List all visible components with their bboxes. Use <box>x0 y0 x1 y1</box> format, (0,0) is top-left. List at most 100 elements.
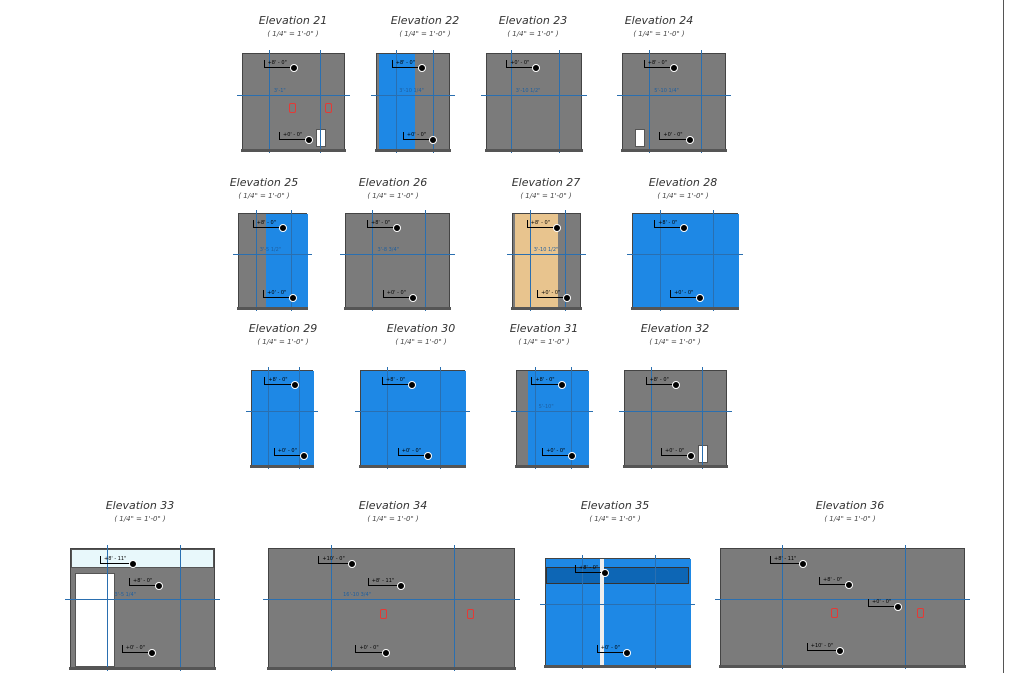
level-marker[interactable]: +8' - 0" <box>575 565 610 578</box>
elevation-drawing[interactable]: +8' - 0" +0' - 0" <box>355 367 470 469</box>
elevation-drawing[interactable]: 3'-10 1/2"+0' - 0" <box>481 50 587 153</box>
dimension-text: 5'-10" <box>538 404 554 411</box>
elevation-scale: ( 1/4" = 1'-0" ) <box>238 192 290 200</box>
elevation-drawing[interactable]: 5'-10 1/4"+8' - 0"+0' - 0" <box>617 50 731 153</box>
level-marker[interactable]: +8' - 0" <box>819 577 854 590</box>
elevation-scale: ( 1/4" = 1'-0" ) <box>520 192 572 200</box>
level-marker[interactable]: +0' - 0" <box>263 290 298 302</box>
level-marker[interactable]: +0' - 0" <box>659 131 694 144</box>
level-marker[interactable]: +8' - 0" <box>263 59 299 72</box>
level-marker[interactable]: +0' - 0" <box>537 290 572 302</box>
level-marker[interactable]: +10' - 0" <box>318 556 357 569</box>
level-marker[interactable]: +10' - 0" <box>806 643 845 656</box>
floor-line <box>344 307 451 310</box>
elevation-title: Elevation 21 <box>258 14 328 27</box>
elevation-scale: ( 1/4" = 1'-0" ) <box>657 192 709 200</box>
level-marker[interactable]: +0' - 0" <box>506 59 541 72</box>
door-opening <box>75 572 115 667</box>
elevation-drawing[interactable]: +8' - 0" +0' - 0" <box>619 367 732 469</box>
elevation-scale: ( 1/4" = 1'-0" ) <box>114 515 166 523</box>
level-marker[interactable]: +0' - 0" <box>596 645 632 658</box>
dimension-line <box>617 94 731 96</box>
level-marker[interactable]: +0' - 0" <box>402 131 438 144</box>
dimension-line <box>387 367 389 469</box>
level-marker[interactable]: +0' - 0" <box>397 447 433 460</box>
dimension-line <box>454 545 456 671</box>
level-marker[interactable]: +0' - 0" <box>382 290 418 302</box>
level-marker[interactable]: +8' - 0" <box>382 376 417 389</box>
dimension-text: 16'-10 3/4" <box>343 592 371 599</box>
elevation-drawing[interactable]: +8' - 11" +8' - 0" +0' - 0" +10' - 0" <box>715 545 970 669</box>
dimension-line <box>107 545 109 671</box>
device-symbol <box>289 102 297 113</box>
level-marker[interactable]: +8' - 0" <box>531 376 566 389</box>
dimension-line <box>372 210 374 311</box>
elevation-title: Elevation 27 <box>511 176 581 189</box>
level-marker[interactable]: +0' - 0" <box>868 598 903 611</box>
dimension-line <box>439 367 441 469</box>
level-marker[interactable]: +8' - 0" <box>643 59 679 72</box>
dimension-line <box>535 367 536 469</box>
dimension-line <box>246 411 318 413</box>
floor-line <box>267 667 516 670</box>
level-marker[interactable]: +0' - 0" <box>279 131 314 144</box>
level-marker[interactable]: +8' - 11" <box>367 577 406 590</box>
elevation-drawing[interactable]: 3'-5 1/4" +8' - 11" +8' - 0" +0' - 0" <box>65 545 220 671</box>
elevation-drawing[interactable]: +8' - 0" +0' - 0" <box>540 555 695 669</box>
level-marker[interactable]: +0' - 0" <box>355 645 390 657</box>
floor-line <box>623 465 728 468</box>
level-marker[interactable]: +8' - 0" <box>391 59 427 72</box>
level-marker[interactable]: +0' - 0" <box>542 447 577 460</box>
dimension-line <box>179 545 181 671</box>
level-marker[interactable]: +0' - 0" <box>670 290 705 302</box>
dimension-line <box>559 50 560 153</box>
level-marker[interactable]: +8' - 0" <box>654 219 689 232</box>
elevation-title: Elevation 35 <box>580 499 650 512</box>
finish-region <box>265 214 308 307</box>
dimension-text: 3'-5 1/4" <box>114 592 136 599</box>
level-marker[interactable]: +0' - 0" <box>273 447 309 460</box>
level-marker[interactable]: +8' - 0" <box>129 577 164 590</box>
elevation-scale: ( 1/4" = 1'-0" ) <box>267 30 319 38</box>
floor-line <box>485 149 583 152</box>
floor-line <box>544 665 691 668</box>
elevation-drawing[interactable]: 5'-10" +8' - 0" +0' - 0" <box>511 367 593 469</box>
elevation-scale: ( 1/4" = 1'-0" ) <box>633 30 685 38</box>
elevation-drawing[interactable]: 3'-1"+8' - 0"+0' - 0" <box>237 50 350 153</box>
elevation-scale: ( 1/4" = 1'-0" ) <box>589 515 641 523</box>
dimension-text: 3'-8 3/4" <box>377 246 399 253</box>
dimension-text: 3'-10 1/2" <box>533 246 559 253</box>
elevation-title: Elevation 29 <box>248 322 318 335</box>
level-marker[interactable]: +0' - 0" <box>661 447 696 460</box>
dimension-line <box>263 599 520 601</box>
level-marker[interactable]: +8' - 0" <box>264 376 299 389</box>
elevation-drawing[interactable]: 3'-5 1/2"+8' - 0"+0' - 0" <box>233 210 312 311</box>
level-marker[interactable]: +8' - 0" <box>645 376 681 389</box>
level-marker[interactable]: +8' - 0" <box>252 219 288 232</box>
elevation-drawing[interactable]: 3'-10 1/4"+8' - 0"+0' - 0" <box>371 50 455 153</box>
elevation-scale: ( 1/4" = 1'-0" ) <box>518 338 570 346</box>
dimension-line <box>654 555 656 669</box>
level-marker[interactable]: +8' - 0" <box>526 219 562 232</box>
level-marker[interactable]: +8' - 11" <box>770 556 808 569</box>
elevation-drawing[interactable]: 3'-10 1/2" +8' - 0" +0' - 0" <box>507 210 586 311</box>
dimension-line <box>355 411 470 413</box>
elevation-title: Elevation 22 <box>390 14 460 27</box>
dimension-line <box>267 367 269 469</box>
level-marker[interactable]: +0' - 0" <box>121 645 157 657</box>
elevation-title: Elevation 25 <box>229 176 299 189</box>
floor-line <box>237 307 308 310</box>
dimension-line <box>65 599 220 601</box>
elevation-drawing[interactable]: +8' - 0" +0' - 0" <box>246 367 318 469</box>
level-marker[interactable]: +8' - 0" <box>367 219 402 232</box>
elevation-drawing[interactable]: 16'-10 3/4" +10' - 0" +8' - 11" +0' - 0" <box>263 545 520 671</box>
dimension-line <box>340 253 455 255</box>
dimension-line <box>424 210 426 311</box>
elevation-drawing[interactable]: 3'-8 3/4" +8' - 0" +0' - 0" <box>340 210 455 311</box>
dimension-line <box>507 253 586 255</box>
elevation-drawing[interactable]: +8' - 0" +0' - 0" <box>627 210 743 311</box>
elevation-title: Elevation 26 <box>358 176 428 189</box>
elevation-scale: ( 1/4" = 1'-0" ) <box>367 515 419 523</box>
elevation-scale: ( 1/4" = 1'-0" ) <box>507 30 559 38</box>
level-marker[interactable]: +8' - 11" <box>100 556 138 569</box>
